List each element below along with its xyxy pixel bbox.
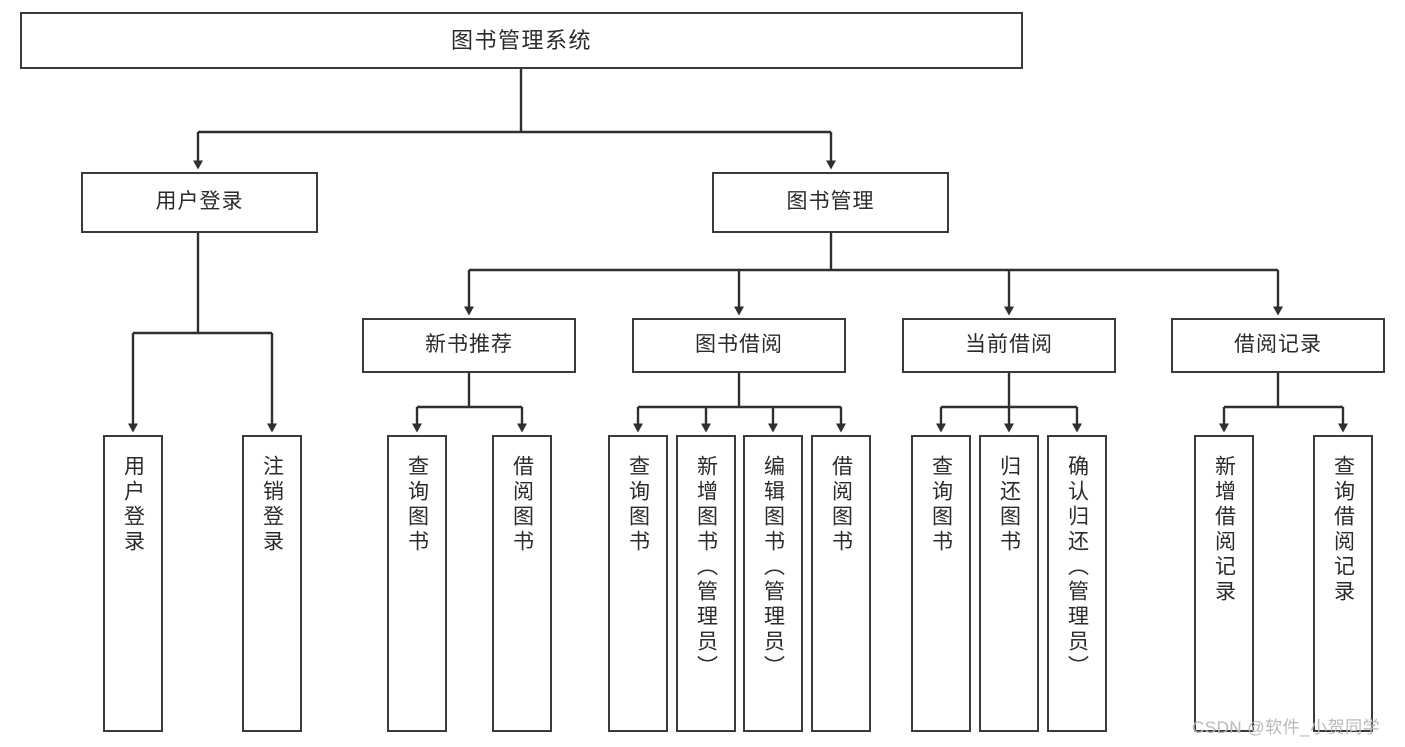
node-label: 借阅图书 xyxy=(829,455,853,555)
leaf-return-book[interactable]: 归还图书 xyxy=(979,435,1039,732)
leaf-borrow-book[interactable]: 借阅图书 xyxy=(811,435,871,732)
node-label: 查询图书 xyxy=(929,455,953,555)
node-label: 新增借阅记录 xyxy=(1212,455,1236,605)
node-label: 用户登录 xyxy=(121,455,145,555)
node-label: 用户登录 xyxy=(155,190,244,214)
leaf-add-book-admin[interactable]: 新增图书（管理员） xyxy=(676,435,736,732)
node-book-management[interactable]: 图书管理 xyxy=(712,172,949,233)
node-new-book-recommend[interactable]: 新书推荐 xyxy=(362,318,576,373)
csdn-watermark: CSDN @软件_小贺同学 xyxy=(1192,718,1381,737)
node-label: 新增图书（管理员） xyxy=(694,455,718,680)
node-label: 当前借阅 xyxy=(965,333,1053,357)
node-label: 新书推荐 xyxy=(425,333,513,357)
leaf-user-login[interactable]: 用户登录 xyxy=(103,435,163,732)
leaf-borrow-book-newbook[interactable]: 借阅图书 xyxy=(492,435,552,732)
leaf-add-borrow-record[interactable]: 新增借阅记录 xyxy=(1194,435,1254,732)
leaf-query-book-borrow[interactable]: 查询图书 xyxy=(608,435,668,732)
leaf-query-book-newbook[interactable]: 查询图书 xyxy=(387,435,447,732)
leaf-edit-book-admin[interactable]: 编辑图书（管理员） xyxy=(743,435,803,732)
node-label: 借阅图书 xyxy=(510,455,534,555)
node-label: 查询借阅记录 xyxy=(1331,455,1355,605)
node-label: 图书管理系统 xyxy=(450,27,592,53)
node-borrow-record[interactable]: 借阅记录 xyxy=(1171,318,1385,373)
node-label: 图书借阅 xyxy=(695,333,783,357)
node-label: 归还图书 xyxy=(997,455,1021,555)
node-label: 注销登录 xyxy=(260,455,284,555)
node-label: 借阅记录 xyxy=(1234,333,1322,357)
leaf-query-borrow-record[interactable]: 查询借阅记录 xyxy=(1313,435,1373,732)
node-user-login[interactable]: 用户登录 xyxy=(81,172,318,233)
leaf-query-book-current[interactable]: 查询图书 xyxy=(911,435,971,732)
node-label: 查询图书 xyxy=(405,455,429,555)
node-label: 查询图书 xyxy=(626,455,650,555)
node-label: 编辑图书（管理员） xyxy=(761,455,785,680)
node-label: 确认归还（管理员） xyxy=(1065,455,1089,680)
node-current-borrow[interactable]: 当前借阅 xyxy=(902,318,1116,373)
node-label: 图书管理 xyxy=(786,190,875,214)
node-root-system[interactable]: 图书管理系统 xyxy=(20,12,1023,69)
leaf-logout[interactable]: 注销登录 xyxy=(242,435,302,732)
leaf-confirm-return-admin[interactable]: 确认归还（管理员） xyxy=(1047,435,1107,732)
node-book-borrow[interactable]: 图书借阅 xyxy=(632,318,846,373)
